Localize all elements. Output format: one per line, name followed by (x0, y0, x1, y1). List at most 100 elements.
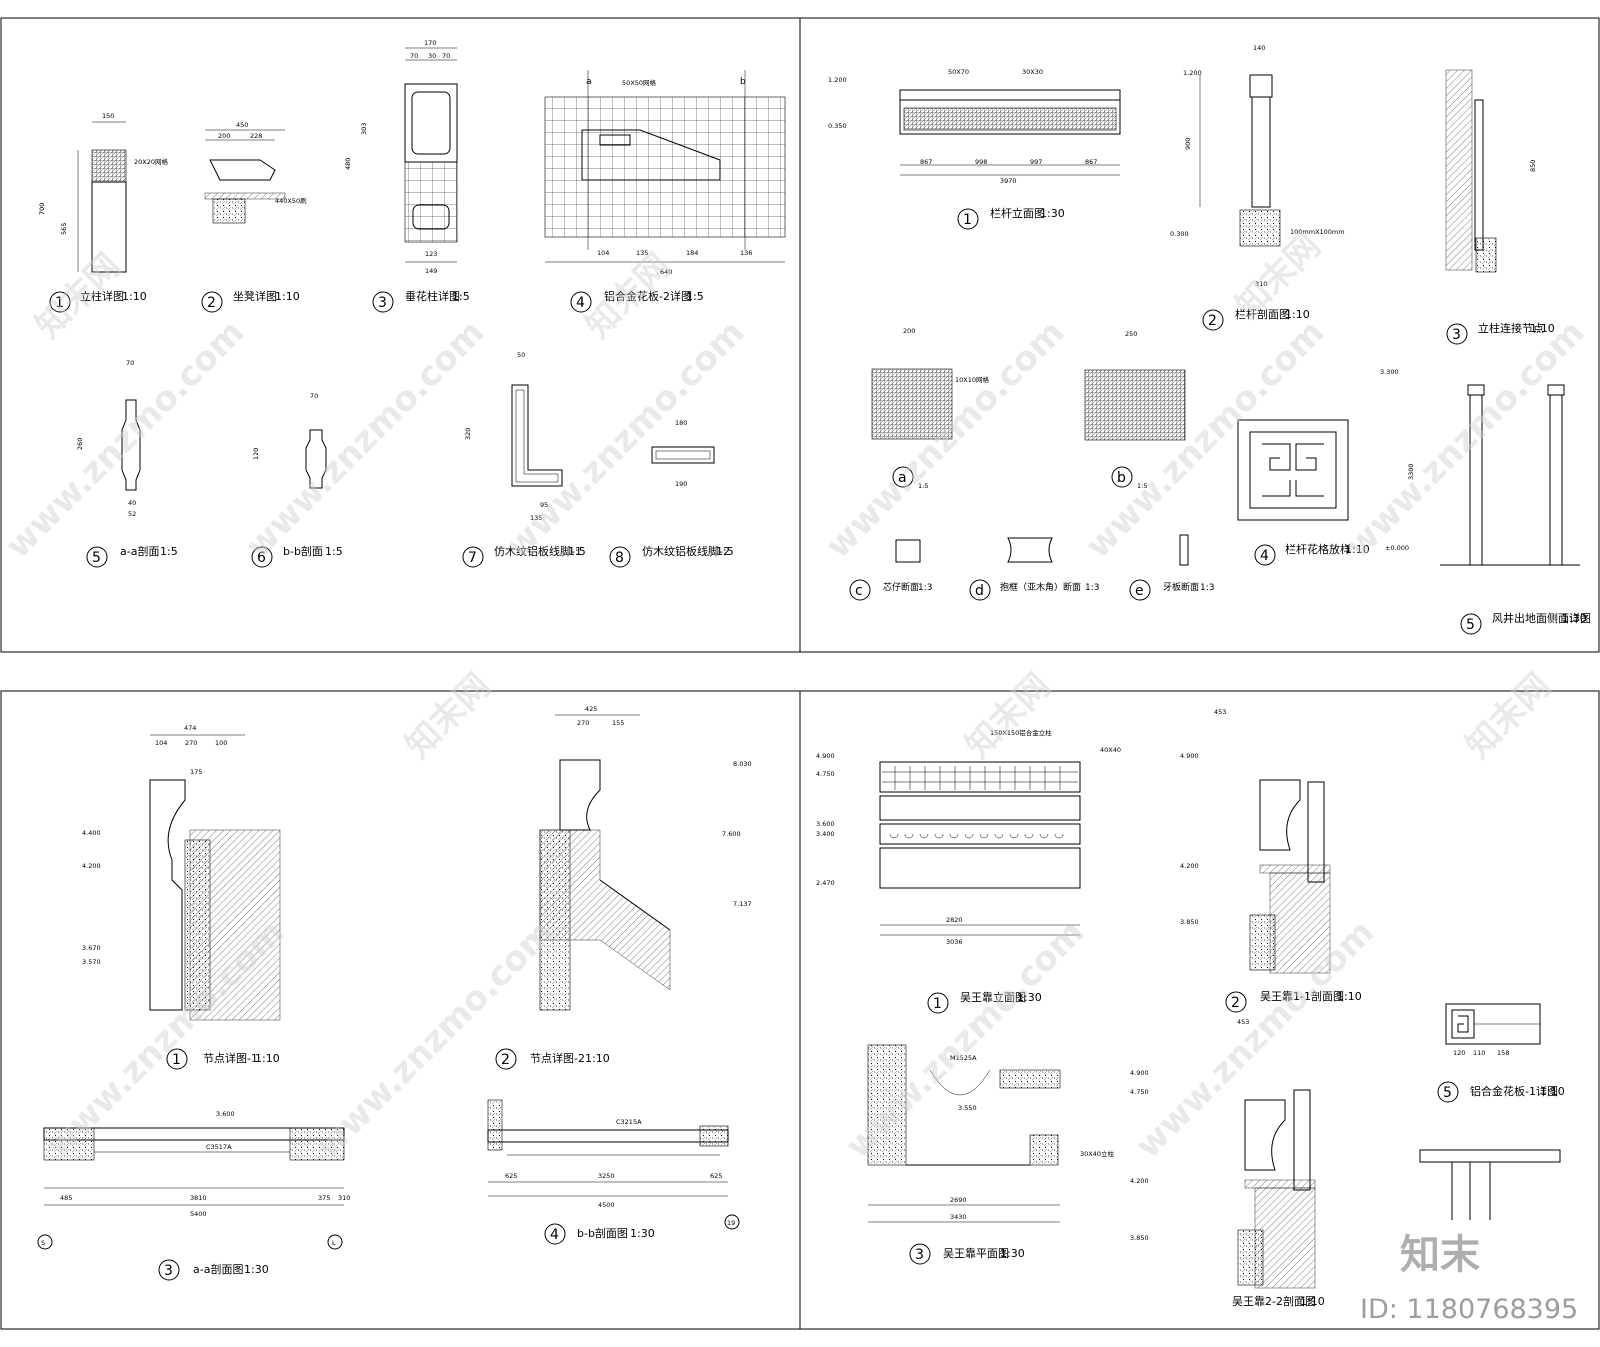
note-10x10-a: 10X10网格 (955, 375, 989, 384)
dim-50: 50 (517, 351, 525, 359)
dim-565: 565 (60, 223, 68, 235)
svg-text:2: 2 (1208, 313, 1217, 329)
label-c3517a: C3517A (206, 1143, 232, 1151)
svg-text:1:3: 1:3 (1200, 583, 1214, 593)
elev-4750-s2: 4.750 (1130, 1088, 1149, 1096)
note-150x150: 150X150铝合金立柱 (990, 728, 1052, 737)
svg-text:1:5: 1:5 (686, 290, 704, 303)
dim-867b: 867 (1085, 158, 1097, 166)
dim-453-a: 453 (1214, 708, 1226, 716)
svg-text:3: 3 (378, 295, 387, 311)
svg-text:1: 1 (172, 1052, 181, 1068)
hanging-column-drawing: 170 70 30 70 480 303 123 149 (344, 39, 458, 275)
dim-180: 180 (675, 419, 687, 427)
dim-3430: 3430 (950, 1213, 967, 1221)
elev-7137: 7.137 (733, 900, 752, 908)
svg-text:1:30: 1:30 (630, 1227, 655, 1240)
svg-text:2: 2 (501, 1052, 510, 1068)
watermark-brand-6: 知末网 (1458, 666, 1558, 766)
dim-170: 170 (424, 39, 436, 47)
mesh-b-drawing: 250 (1084, 330, 1186, 441)
svg-text:风井出地面侧面详图: 风井出地面侧面详图 (1492, 611, 1591, 625)
svg-text:3: 3 (1452, 327, 1461, 343)
watermark-2: www.znzmo.com (238, 312, 492, 566)
svg-text:1:5: 1:5 (716, 545, 734, 558)
elev-7600: 7.600 (722, 830, 741, 838)
elev-0350: 0.350 (828, 122, 847, 130)
svg-text:节点详图-1: 节点详图-1 (203, 1051, 258, 1065)
svg-text:立柱详图: 立柱详图 (80, 289, 124, 303)
svg-text:2: 2 (207, 295, 216, 311)
svg-text:坐凳详图: 坐凳详图 (233, 289, 277, 303)
elev-4900-s1: 4.900 (1180, 752, 1199, 760)
dim-140: 140 (1253, 44, 1265, 52)
note-440x50: 440X50刷 (275, 197, 307, 205)
dim-2820: 2820 (946, 916, 963, 924)
dim-3036: 3036 (946, 938, 963, 946)
elev-0300: 0.300 (1170, 230, 1189, 238)
watermark-brand-5: 知末网 (958, 666, 1058, 766)
dim-3810: 3810 (190, 1194, 207, 1202)
dim-52: 52 (128, 510, 136, 518)
elev-3670: 3.670 (82, 944, 101, 952)
dim-425: 425 (585, 705, 597, 713)
dim-175: 175 (190, 768, 202, 776)
label-c3215a: C3215A (616, 1118, 642, 1126)
mesh-a-drawing: 200 10X10网格 (871, 327, 989, 440)
svg-text:1: 1 (933, 996, 942, 1012)
note-100x100: 100mmX100mm (1290, 228, 1345, 236)
watermark-layer: www.znzmo.com www.znzmo.com www.znzmo.co… (0, 226, 1592, 1166)
svg-text:1:10: 1:10 (255, 1052, 280, 1065)
dim-70-aa: 70 (126, 359, 134, 367)
svg-text:3: 3 (164, 1263, 173, 1279)
elev-3550: 3.550 (958, 1104, 977, 1112)
elev-4200-s2: 4.200 (1130, 1177, 1149, 1185)
dim-136: 136 (740, 249, 752, 257)
svg-text:a-a剖面: a-a剖面 (120, 544, 159, 558)
dim-625a: 625 (505, 1172, 517, 1180)
svg-text:吴王靠1-1剖面图: 吴王靠1-1剖面图 (1260, 989, 1344, 1003)
svg-text:1:5: 1:5 (1137, 482, 1147, 490)
elev-8030: 8.030 (733, 760, 752, 768)
image-id-label: ID: 1180768395 (1360, 1294, 1578, 1325)
dim-640: 640 (660, 268, 672, 276)
dim-150: 150 (102, 112, 114, 120)
dim-5400: 5400 (190, 1210, 207, 1218)
svg-text:b: b (1117, 470, 1126, 486)
svg-text:1: 1 (55, 295, 64, 311)
svg-text:1:30: 1:30 (1562, 612, 1587, 625)
elev-3570: 3.570 (82, 958, 101, 966)
svg-text:节点详图-2: 节点详图-2 (530, 1051, 585, 1065)
svg-text:1:10: 1:10 (1285, 308, 1310, 321)
label-m1525a: M1525A (950, 1054, 977, 1062)
dim-200-a: 200 (903, 327, 915, 335)
note-20x20-grid: 20X20网格 (134, 157, 168, 166)
svg-text:仿木纹铝板线脚-2: 仿木纹铝板线脚-2 (642, 544, 730, 558)
wuwangkao-section-1-drawing: 453 4.900 4.200 3.850 (1180, 708, 1331, 974)
dim-123: 123 (425, 250, 437, 258)
dim-95: 95 (540, 501, 548, 509)
dim-320: 320 (464, 428, 472, 440)
section-mark-a: a (586, 77, 592, 87)
dim-3250: 3250 (598, 1172, 615, 1180)
svg-text:d: d (975, 583, 984, 599)
watermark-8: www.znzmo.com (308, 912, 562, 1166)
elev-0000: ±0.000 (1385, 544, 1409, 552)
svg-text:立柱连接节点: 立柱连接节点 (1478, 321, 1544, 335)
railing-pattern-drawing (1237, 419, 1349, 521)
sheet-bottom-right: 4.900 4.750 3.600 3.400 2.470 2820 3036 … (816, 708, 1561, 1289)
elev-4900: 4.900 (816, 752, 835, 760)
dim-30: 30 (428, 52, 436, 60)
dim-453-b: 453 (1237, 1018, 1249, 1026)
svg-text:c: c (855, 583, 863, 599)
